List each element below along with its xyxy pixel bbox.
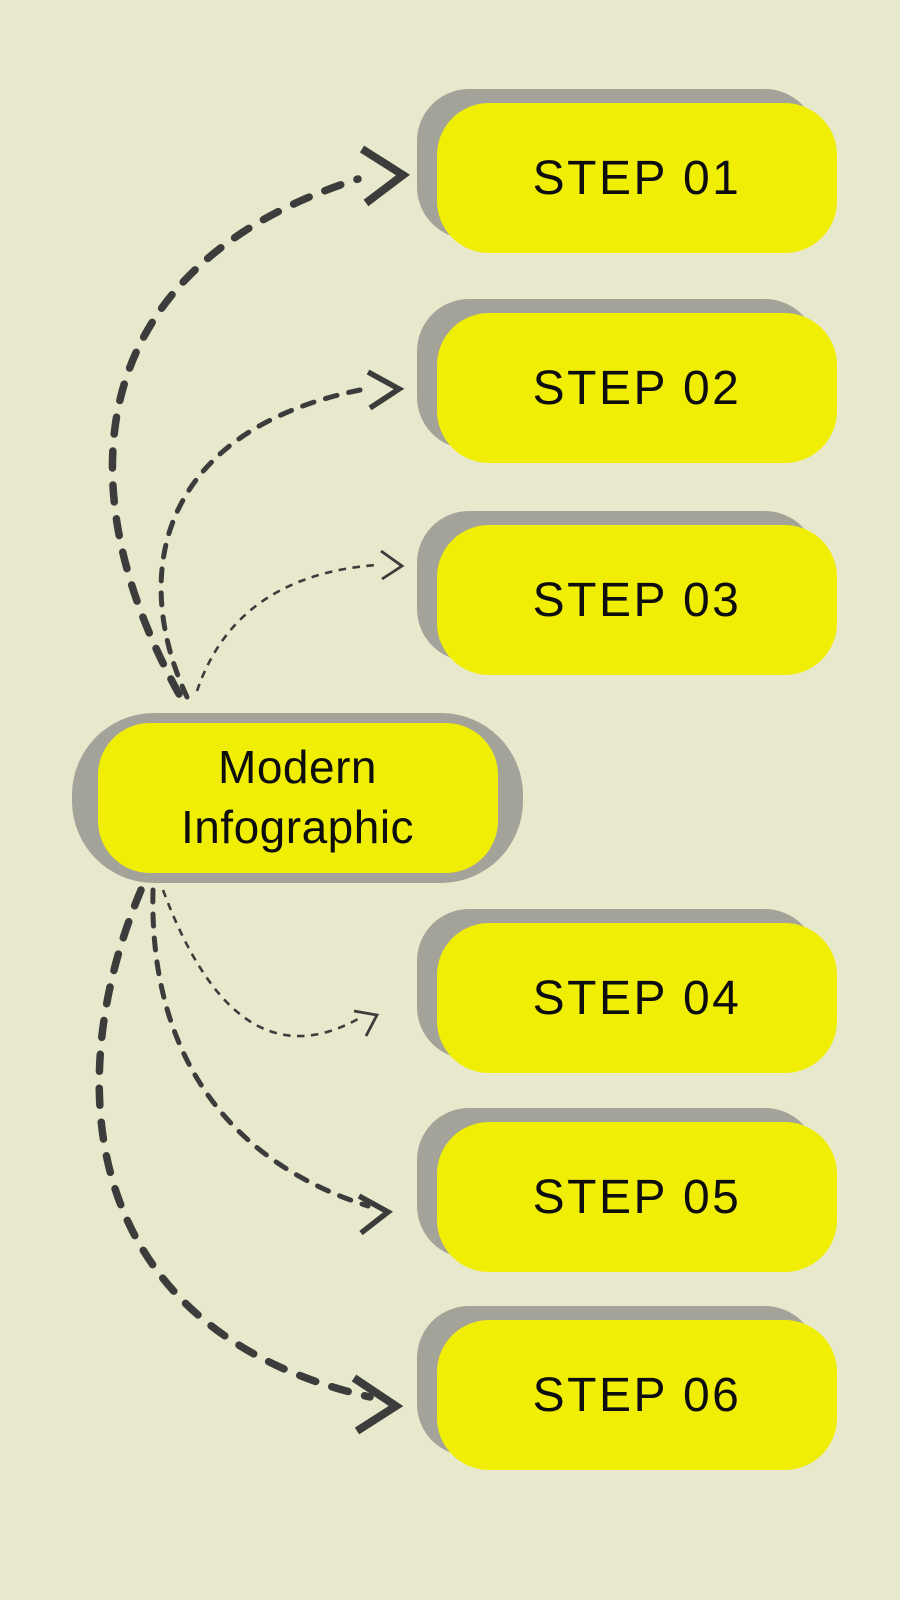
- dashed-arrow-step-01-icon: [108, 145, 411, 698]
- step-label-02: STEP 02: [532, 361, 742, 415]
- step-label-06: STEP 06: [532, 1368, 742, 1422]
- step-label-04: STEP 04: [532, 971, 742, 1025]
- center-node: Modern Infographic: [72, 713, 523, 883]
- step-box-01: STEP 01: [437, 103, 837, 253]
- center-node-face: Modern Infographic: [97, 723, 498, 873]
- step-box-06: STEP 06: [437, 1320, 837, 1470]
- step-box-02: STEP 02: [437, 313, 837, 463]
- dashed-arrow-step-04-icon: [161, 889, 380, 1038]
- dashed-arrow-step-02-icon: [158, 369, 405, 700]
- title-line-1: Modern: [218, 741, 377, 794]
- step-box-04: STEP 04: [437, 923, 837, 1073]
- dashed-arrow-step-05-icon: [150, 887, 393, 1236]
- dashed-arrow-step-06-icon: [95, 886, 404, 1435]
- step-box-03: STEP 03: [437, 525, 837, 675]
- step-label-01: STEP 01: [532, 151, 742, 205]
- step-box-05: STEP 05: [437, 1122, 837, 1272]
- step-label-03: STEP 03: [532, 573, 742, 627]
- dashed-arrow-step-03-icon: [195, 549, 405, 692]
- step-label-05: STEP 05: [532, 1170, 742, 1224]
- title-line-2: Infographic: [180, 801, 415, 853]
